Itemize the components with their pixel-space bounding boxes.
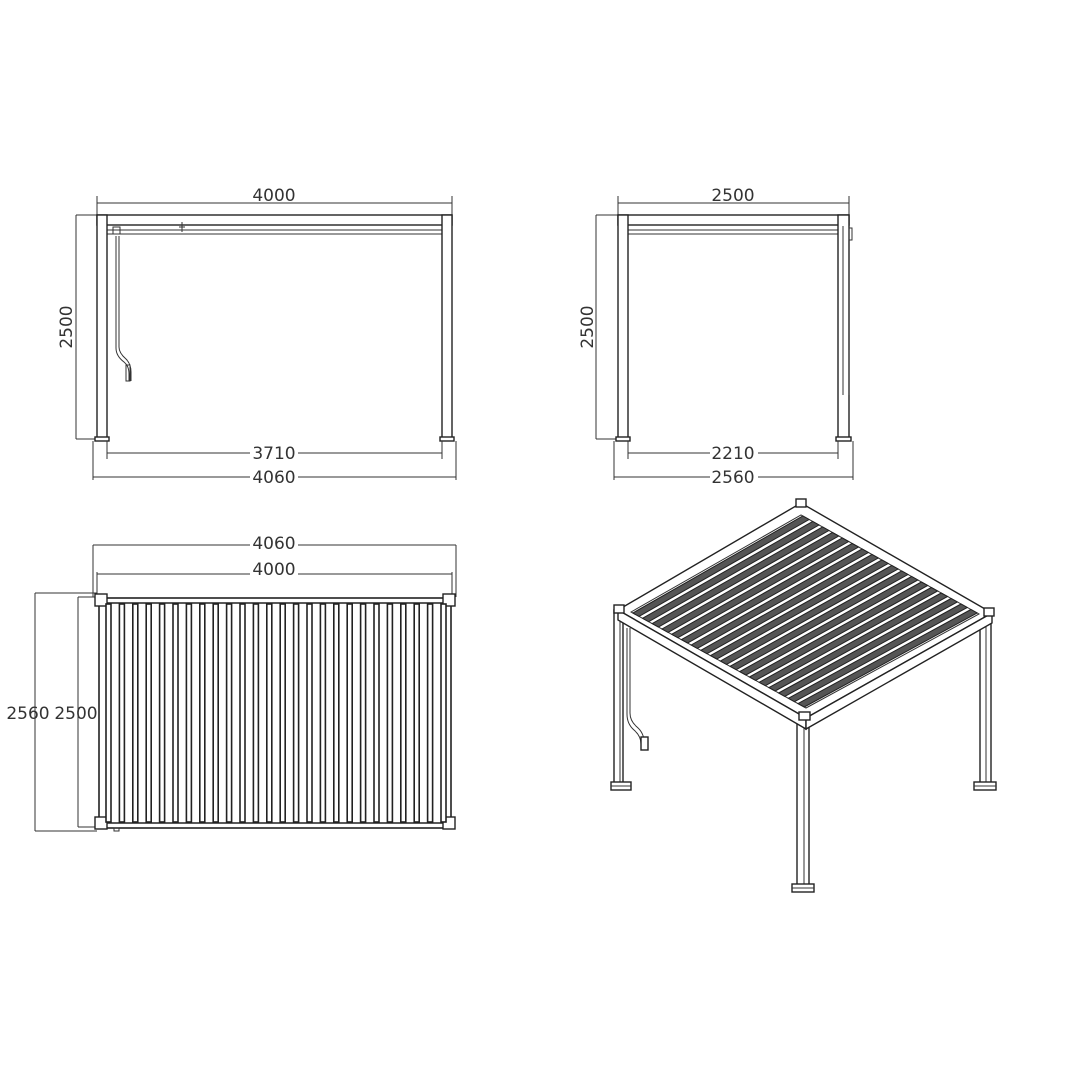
plan-slat <box>386 603 394 823</box>
plan-slat <box>426 603 434 823</box>
plan-slat <box>145 603 152 823</box>
plan-width-dimensions: 4060 4000 <box>92 534 457 597</box>
plan-slat <box>399 603 407 823</box>
side-base-width-label: 2560 <box>711 468 754 488</box>
front-base-width-label: 4060 <box>252 468 295 488</box>
iso-slat <box>660 531 840 633</box>
iso-slat <box>709 559 890 660</box>
iso-crank <box>626 628 642 750</box>
plan-slat <box>172 603 179 823</box>
front-inner-width-label: 3710 <box>252 444 295 464</box>
front-elevation: 4000 2500 <box>57 186 457 488</box>
front-height-dimension: 2500 <box>57 214 100 440</box>
plan-slat <box>118 603 126 823</box>
plan-slat <box>319 603 327 823</box>
plan-slat <box>158 603 166 823</box>
front-top-dimension: 4000 <box>96 186 453 215</box>
plan-outer-width-label: 4060 <box>252 534 295 554</box>
plan-inner-depth-label: 2500 <box>54 704 97 724</box>
side-top-width-label: 2500 <box>711 186 754 206</box>
iso-slat <box>787 603 969 703</box>
iso-leg-left <box>610 609 632 791</box>
plan-slat <box>239 603 246 823</box>
plan-frame <box>94 593 456 832</box>
plan-depth-dimensions: 2560 2500 <box>6 592 98 832</box>
plan-slat <box>373 603 380 823</box>
plan-slat <box>265 603 273 823</box>
isometric-view <box>610 498 997 893</box>
plan-slat <box>185 603 193 823</box>
iso-leg-right <box>973 609 997 791</box>
plan-slat <box>212 603 219 823</box>
iso-slat <box>728 570 910 671</box>
iso-slat <box>767 592 949 692</box>
side-frame <box>615 214 853 442</box>
iso-slat <box>777 597 959 697</box>
side-top-dimension: 2500 <box>617 186 850 215</box>
plan-slat <box>440 603 447 823</box>
iso-slat <box>641 520 821 623</box>
iso-slat <box>631 515 811 617</box>
plan-slat <box>413 603 421 823</box>
plan-slat <box>225 603 233 823</box>
plan-slat <box>359 603 367 823</box>
iso-slat <box>680 542 860 644</box>
iso-slat <box>758 586 939 687</box>
iso-slat <box>699 553 880 655</box>
top-plan-view: 4060 4000 2560 2500 <box>6 534 457 832</box>
plan-outer-depth-label: 2560 <box>6 704 49 724</box>
side-inner-width-label: 2210 <box>711 444 754 464</box>
plan-slat <box>252 603 260 823</box>
plan-slat <box>105 603 112 823</box>
front-top-width-label: 4000 <box>252 186 295 206</box>
plan-slat <box>332 603 340 823</box>
iso-slat <box>670 537 850 639</box>
side-bottom-dimensions: 2210 2560 <box>613 441 854 488</box>
plan-slat <box>279 603 287 823</box>
plan-slat <box>306 603 313 823</box>
plan-slat <box>292 603 300 823</box>
side-height-dimension: 2500 <box>578 214 620 440</box>
iso-leg-front <box>791 711 815 893</box>
iso-louver-slats <box>631 515 979 708</box>
iso-slat <box>796 608 979 708</box>
side-elevation: 2500 2500 2210 <box>578 186 854 488</box>
front-bottom-dimensions: 3710 4060 <box>92 441 457 488</box>
plan-slat <box>346 603 354 823</box>
iso-slat <box>738 575 919 676</box>
front-height-label: 2500 <box>57 305 77 348</box>
iso-slat <box>719 564 900 665</box>
plan-slat <box>132 603 139 823</box>
front-frame <box>94 214 455 442</box>
plan-louver-slats <box>105 603 447 823</box>
iso-slat <box>651 526 830 628</box>
iso-roof-frame <box>616 502 994 731</box>
plan-inner-width-label: 4000 <box>252 560 295 580</box>
iso-slat <box>690 548 870 649</box>
side-height-label: 2500 <box>578 305 598 348</box>
plan-slat <box>199 603 206 823</box>
iso-slat <box>748 581 929 681</box>
